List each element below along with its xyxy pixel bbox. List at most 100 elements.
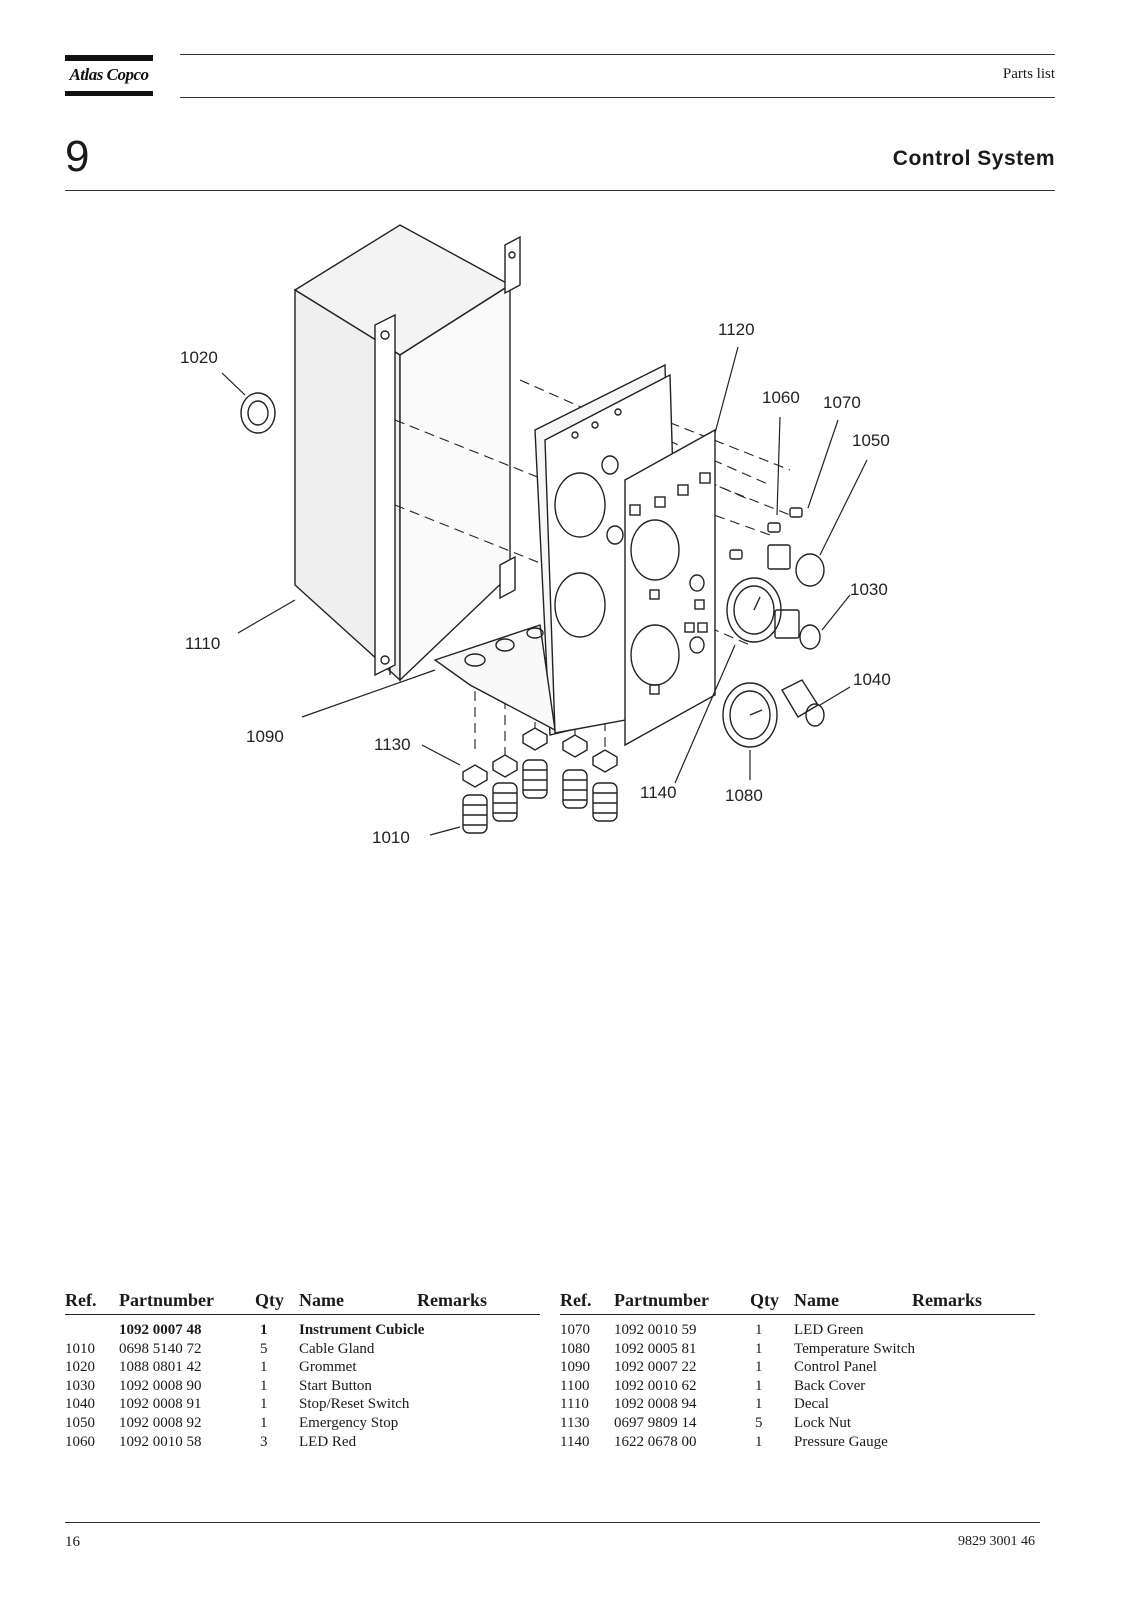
callout-1090: 1090 bbox=[246, 727, 284, 746]
cell-name: Cable Gland bbox=[299, 1340, 375, 1357]
callout-1130: 1130 bbox=[374, 735, 411, 754]
header-ref: Ref. bbox=[65, 1290, 97, 1310]
header-name: Name bbox=[299, 1290, 344, 1310]
grommet-part bbox=[240, 392, 276, 434]
callout-1010: 1010 bbox=[372, 828, 410, 847]
cell-ref: 1020 bbox=[65, 1359, 95, 1376]
cell-qty: 1 bbox=[755, 1433, 763, 1450]
cell-partnumber: 1088 0801 42 bbox=[119, 1359, 202, 1376]
table-row: 1050 1092 0008 92 1 Emergency Stop bbox=[65, 1414, 540, 1433]
cell-qty: 1 bbox=[755, 1396, 763, 1413]
logo-bar-bottom bbox=[65, 91, 153, 96]
cell-ref: 1050 bbox=[65, 1414, 95, 1431]
document-number: 9829 3001 46 bbox=[958, 1534, 1035, 1549]
header-rule-bottom bbox=[180, 97, 1055, 98]
leader-lines bbox=[221, 346, 868, 836]
cell-qty: 5 bbox=[755, 1414, 763, 1431]
cell-name: Back Cover bbox=[794, 1377, 866, 1394]
header-rule-top bbox=[180, 54, 1055, 55]
start-button-part bbox=[774, 609, 821, 650]
header-partnumber: Partnumber bbox=[119, 1290, 214, 1310]
cell-ref: 1030 bbox=[65, 1377, 95, 1394]
cell-name: LED Red bbox=[299, 1433, 357, 1450]
exploded-view-diagram: 1020 1110 1090 1130 1010 1120 1060 1070 … bbox=[180, 224, 891, 847]
table-row: 1130 0697 9809 14 5 Lock Nut bbox=[560, 1414, 1035, 1433]
logo-text: Atlas Copco bbox=[69, 65, 149, 84]
table-row: 1100 1092 0010 62 1 Back Cover bbox=[560, 1377, 1035, 1396]
header-remarks: Remarks bbox=[417, 1290, 487, 1310]
table-header: Ref. Partnumber Qty Name Remarks bbox=[65, 1290, 540, 1315]
header-partnumber: Partnumber bbox=[614, 1290, 709, 1310]
cell-name: Pressure Gauge bbox=[794, 1433, 888, 1450]
table-row: 1020 1088 0801 42 1 Grommet bbox=[65, 1358, 540, 1377]
cell-partnumber: 1622 0678 00 bbox=[614, 1433, 697, 1450]
back-cover-box bbox=[293, 224, 521, 682]
cell-name: Lock Nut bbox=[794, 1414, 852, 1431]
callout-1030: 1030 bbox=[850, 580, 888, 599]
page-number: 16 bbox=[65, 1534, 80, 1550]
cell-name: Temperature Switch bbox=[794, 1340, 915, 1357]
cell-ref: 1090 bbox=[560, 1359, 590, 1376]
stop-reset-switch-part bbox=[781, 679, 825, 727]
callout-1060: 1060 bbox=[762, 388, 800, 407]
cell-partnumber: 1092 0008 94 bbox=[614, 1396, 697, 1413]
table-row: 1080 1092 0005 81 1 Temperature Switch bbox=[560, 1340, 1035, 1359]
section-title: Control System bbox=[892, 147, 1055, 170]
cell-ref: 1080 bbox=[560, 1340, 590, 1357]
cell-name: Emergency Stop bbox=[299, 1414, 399, 1431]
table-row: 1090 1092 0007 22 1 Control Panel bbox=[560, 1358, 1035, 1377]
emergency-stop-part bbox=[767, 544, 825, 587]
callout-1120: 1120 bbox=[718, 320, 755, 339]
cell-name: Instrument Cubicle bbox=[299, 1322, 425, 1338]
cell-partnumber: 0697 9809 14 bbox=[614, 1414, 697, 1431]
table-header: Ref. Partnumber Qty Name Remarks bbox=[560, 1290, 1035, 1315]
table-row: 1060 1092 0010 58 3 LED Red bbox=[65, 1433, 540, 1452]
cell-partnumber: 1092 0008 91 bbox=[119, 1396, 202, 1413]
cell-qty: 1 bbox=[260, 1396, 268, 1413]
callout-1020: 1020 bbox=[180, 348, 218, 367]
cell-name: Grommet bbox=[299, 1359, 357, 1376]
cell-qty: 3 bbox=[260, 1433, 268, 1450]
led-parts bbox=[729, 507, 803, 560]
callout-1110: 1110 bbox=[185, 634, 220, 653]
table-row: 1092 0007 48 1 Instrument Cubicle bbox=[65, 1321, 540, 1340]
callout-1080: 1080 bbox=[725, 786, 763, 805]
pressure-gauge-part bbox=[726, 577, 782, 643]
cell-qty: 1 bbox=[755, 1322, 763, 1338]
header-name: Name bbox=[794, 1290, 839, 1310]
logo-bar-top bbox=[65, 55, 153, 61]
parts-table-right: Ref. Partnumber Qty Name Remarks 1070 10… bbox=[560, 1290, 1035, 1451]
parts-table-left: Ref. Partnumber Qty Name Remarks 1092 00… bbox=[65, 1290, 540, 1451]
cell-partnumber: 1092 0007 22 bbox=[614, 1359, 697, 1376]
cell-ref: 1140 bbox=[560, 1433, 590, 1450]
cell-name: Decal bbox=[794, 1396, 829, 1413]
cell-partnumber: 1092 0010 59 bbox=[614, 1322, 697, 1338]
table-row: 1140 1622 0678 00 1 Pressure Gauge bbox=[560, 1433, 1035, 1452]
cell-qty: 5 bbox=[260, 1340, 268, 1357]
cell-name: Start Button bbox=[299, 1377, 372, 1394]
cell-partnumber: 1092 0008 90 bbox=[119, 1377, 202, 1394]
cell-ref: 1040 bbox=[65, 1396, 95, 1413]
cell-ref: 1060 bbox=[65, 1433, 95, 1450]
section-rule bbox=[65, 190, 1055, 191]
header-ref: Ref. bbox=[560, 1290, 592, 1310]
cell-partnumber: 1092 0005 81 bbox=[614, 1340, 697, 1357]
cell-ref: 1070 bbox=[560, 1322, 590, 1338]
callout-1140: 1140 bbox=[640, 783, 677, 802]
callout-1040: 1040 bbox=[853, 670, 891, 689]
cell-partnumber: 1092 0008 92 bbox=[119, 1414, 202, 1431]
cell-qty: 1 bbox=[260, 1359, 268, 1376]
cell-name: Stop/Reset Switch bbox=[299, 1396, 410, 1413]
cell-partnumber: 1092 0007 48 bbox=[119, 1322, 202, 1338]
cell-partnumber: 0698 5140 72 bbox=[119, 1340, 202, 1357]
cable-gland-parts bbox=[462, 759, 618, 834]
table-row: 1010 0698 5140 72 5 Cable Gland bbox=[65, 1340, 540, 1359]
cell-qty: 1 bbox=[260, 1377, 268, 1394]
callout-labels: 1020 1110 1090 1130 1010 1120 1060 1070 … bbox=[180, 320, 891, 847]
table-row: 1110 1092 0008 94 1 Decal bbox=[560, 1395, 1035, 1414]
cell-partnumber: 1092 0010 58 bbox=[119, 1433, 202, 1450]
table-row: 1070 1092 0010 59 1 LED Green bbox=[560, 1321, 1035, 1340]
cell-name: Control Panel bbox=[794, 1359, 877, 1376]
section-number: 9 bbox=[65, 132, 90, 181]
cell-ref: 1130 bbox=[560, 1414, 590, 1431]
